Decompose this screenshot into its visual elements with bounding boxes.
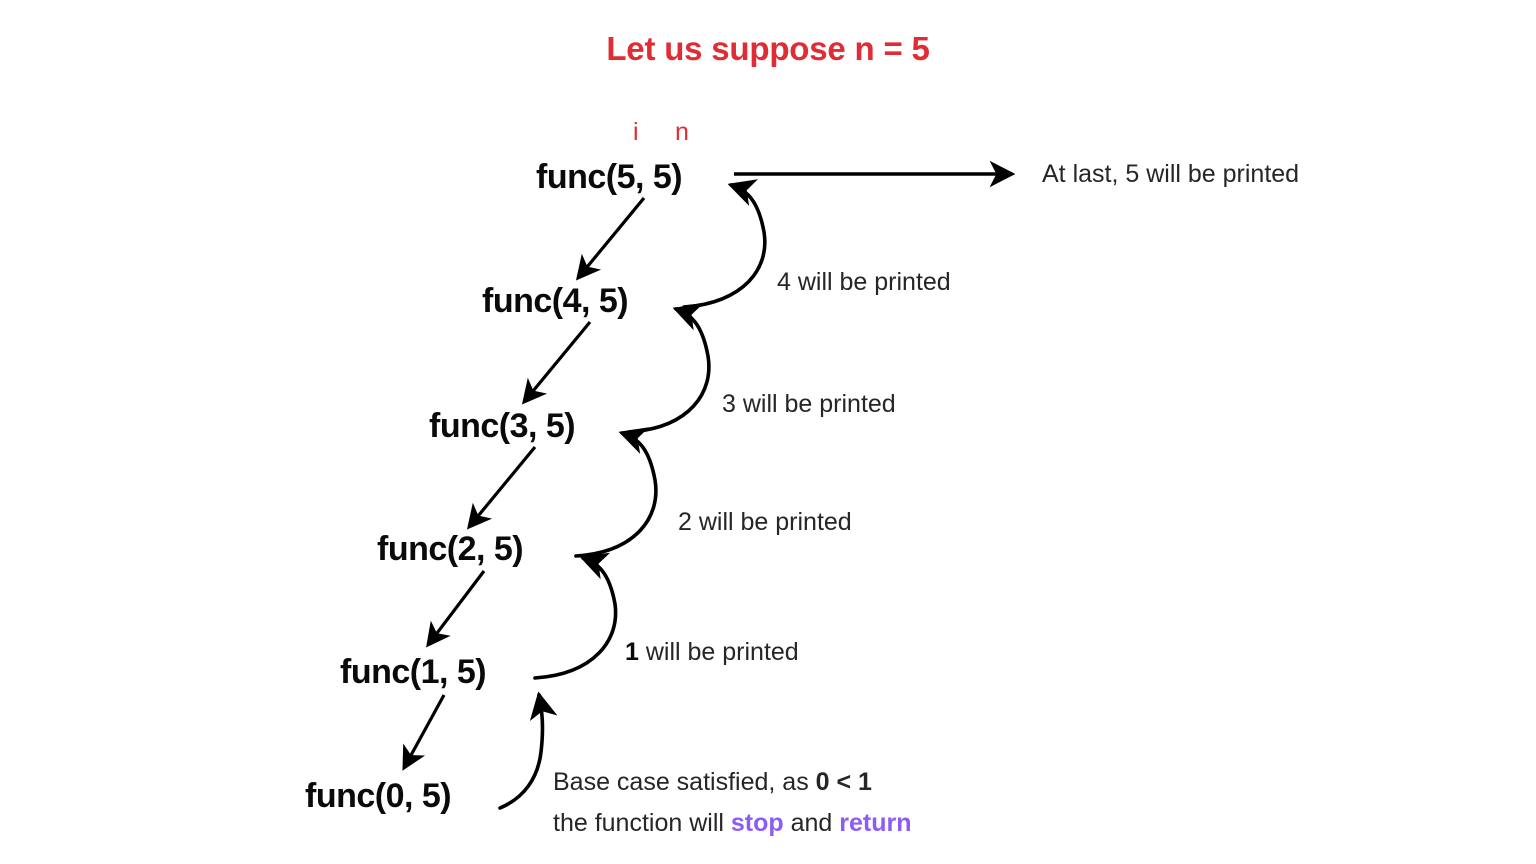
- arrow-call-5-to-4: [575, 196, 646, 281]
- page-title: Let us suppose n = 5: [606, 30, 930, 67]
- annotation-base-case: Base case satisfied, as 0 < 1 the functi…: [553, 762, 912, 844]
- keyword-return: return: [839, 809, 912, 837]
- node-func-2: func(2, 5): [377, 530, 524, 568]
- arrow-return-4-to-5: [682, 179, 767, 309]
- node-func-0: func(0, 5): [305, 777, 452, 815]
- annotation-print-1-rest: will be printed: [638, 638, 799, 666]
- node-func-4: func(4, 5): [482, 282, 629, 320]
- base-case-text-a: Base case satisfied, as: [553, 768, 816, 796]
- node-func-5: func(5, 5): [536, 158, 683, 196]
- arrow-call-3-to-2: [466, 445, 537, 530]
- base-case-text-b: the function will: [553, 809, 731, 837]
- keyword-stop: stop: [730, 809, 784, 837]
- annotation-print-1-number: 1: [625, 638, 639, 666]
- node-func-3: func(3, 5): [429, 407, 576, 445]
- arg-label-n: n: [675, 118, 689, 146]
- annotation-base-case-line2: the function will stop and return: [553, 803, 912, 844]
- arrow-return-2-to-3: [574, 427, 658, 558]
- arrow-call-4-to-3: [521, 320, 592, 405]
- annotation-print-4: 4 will be printed: [777, 268, 951, 296]
- node-func-1: func(1, 5): [340, 653, 487, 691]
- arrow-call-1-to-0: [402, 694, 446, 771]
- annotation-final-print: At last, 5 will be printed: [1042, 160, 1300, 188]
- annotation-print-1: 1 will be printed: [625, 638, 799, 667]
- base-case-text-c: and: [783, 809, 840, 837]
- annotation-base-case-line1: Base case satisfied, as 0 < 1: [553, 762, 912, 803]
- arg-label-i: i: [633, 118, 639, 146]
- arrow-call-2-to-1: [426, 570, 486, 648]
- annotation-print-3: 3 will be printed: [722, 390, 896, 418]
- arrow-return-3-to-4: [627, 303, 711, 434]
- arrow-return-0-to-1: [498, 691, 558, 810]
- annotation-print-2: 2 will be printed: [678, 508, 852, 536]
- base-case-condition: 0 < 1: [815, 768, 872, 796]
- arrow-return-1-to-2: [533, 552, 618, 680]
